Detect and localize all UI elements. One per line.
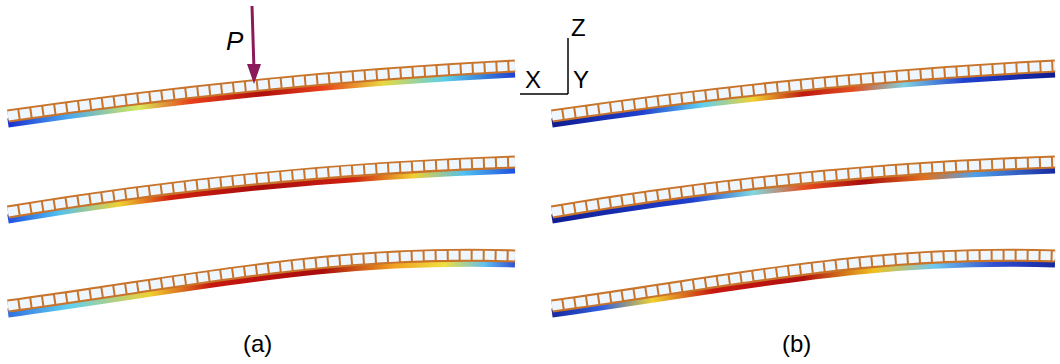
load-arrow bbox=[247, 6, 261, 84]
axis-label: Z bbox=[571, 16, 586, 40]
load-label: P bbox=[226, 28, 243, 54]
panel-label: (b) bbox=[782, 332, 811, 356]
axis-label: X bbox=[525, 68, 541, 92]
beam-column-a bbox=[8, 66, 515, 313]
axis-label: Y bbox=[573, 68, 589, 92]
panel-label: (a) bbox=[243, 332, 272, 356]
axis-triad bbox=[520, 38, 568, 94]
beam-column-b bbox=[552, 66, 1055, 313]
